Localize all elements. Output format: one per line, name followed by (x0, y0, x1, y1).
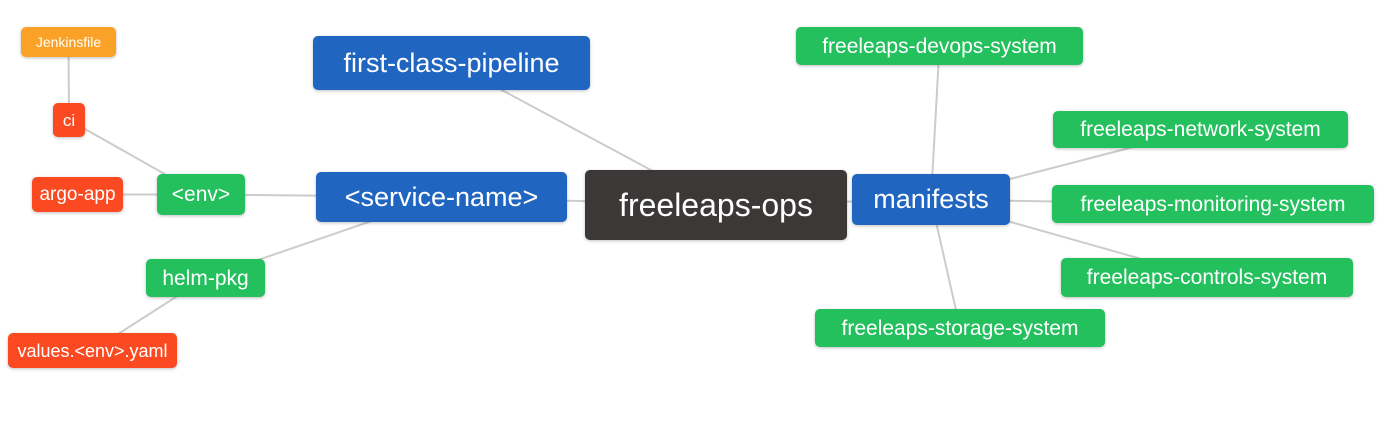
node-storage-system[interactable]: freeleaps-storage-system (815, 309, 1105, 347)
node-argo-app[interactable]: argo-app (32, 177, 123, 212)
node-first-class-pipeline[interactable]: first-class-pipeline (313, 36, 590, 90)
node-controls-system[interactable]: freeleaps-controls-system (1061, 258, 1353, 297)
node-monitoring-system[interactable]: freeleaps-monitoring-system (1052, 185, 1374, 223)
node-freeleaps-ops[interactable]: freeleaps-ops (585, 170, 847, 240)
node-helm-pkg[interactable]: helm-pkg (146, 259, 265, 297)
node-values-env-yaml[interactable]: values.<env>.yaml (8, 333, 177, 368)
node-network-system[interactable]: freeleaps-network-system (1053, 111, 1348, 148)
edge-manifests-to-devops-system (930, 45, 941, 200)
node-jenkinsfile[interactable]: Jenkinsfile (21, 27, 116, 57)
node-manifests[interactable]: manifests (852, 174, 1010, 225)
node-env[interactable]: <env> (157, 174, 245, 215)
node-devops-system[interactable]: freeleaps-devops-system (796, 27, 1083, 65)
node-ci[interactable]: ci (53, 103, 85, 137)
node-service-name[interactable]: <service-name> (316, 172, 567, 222)
